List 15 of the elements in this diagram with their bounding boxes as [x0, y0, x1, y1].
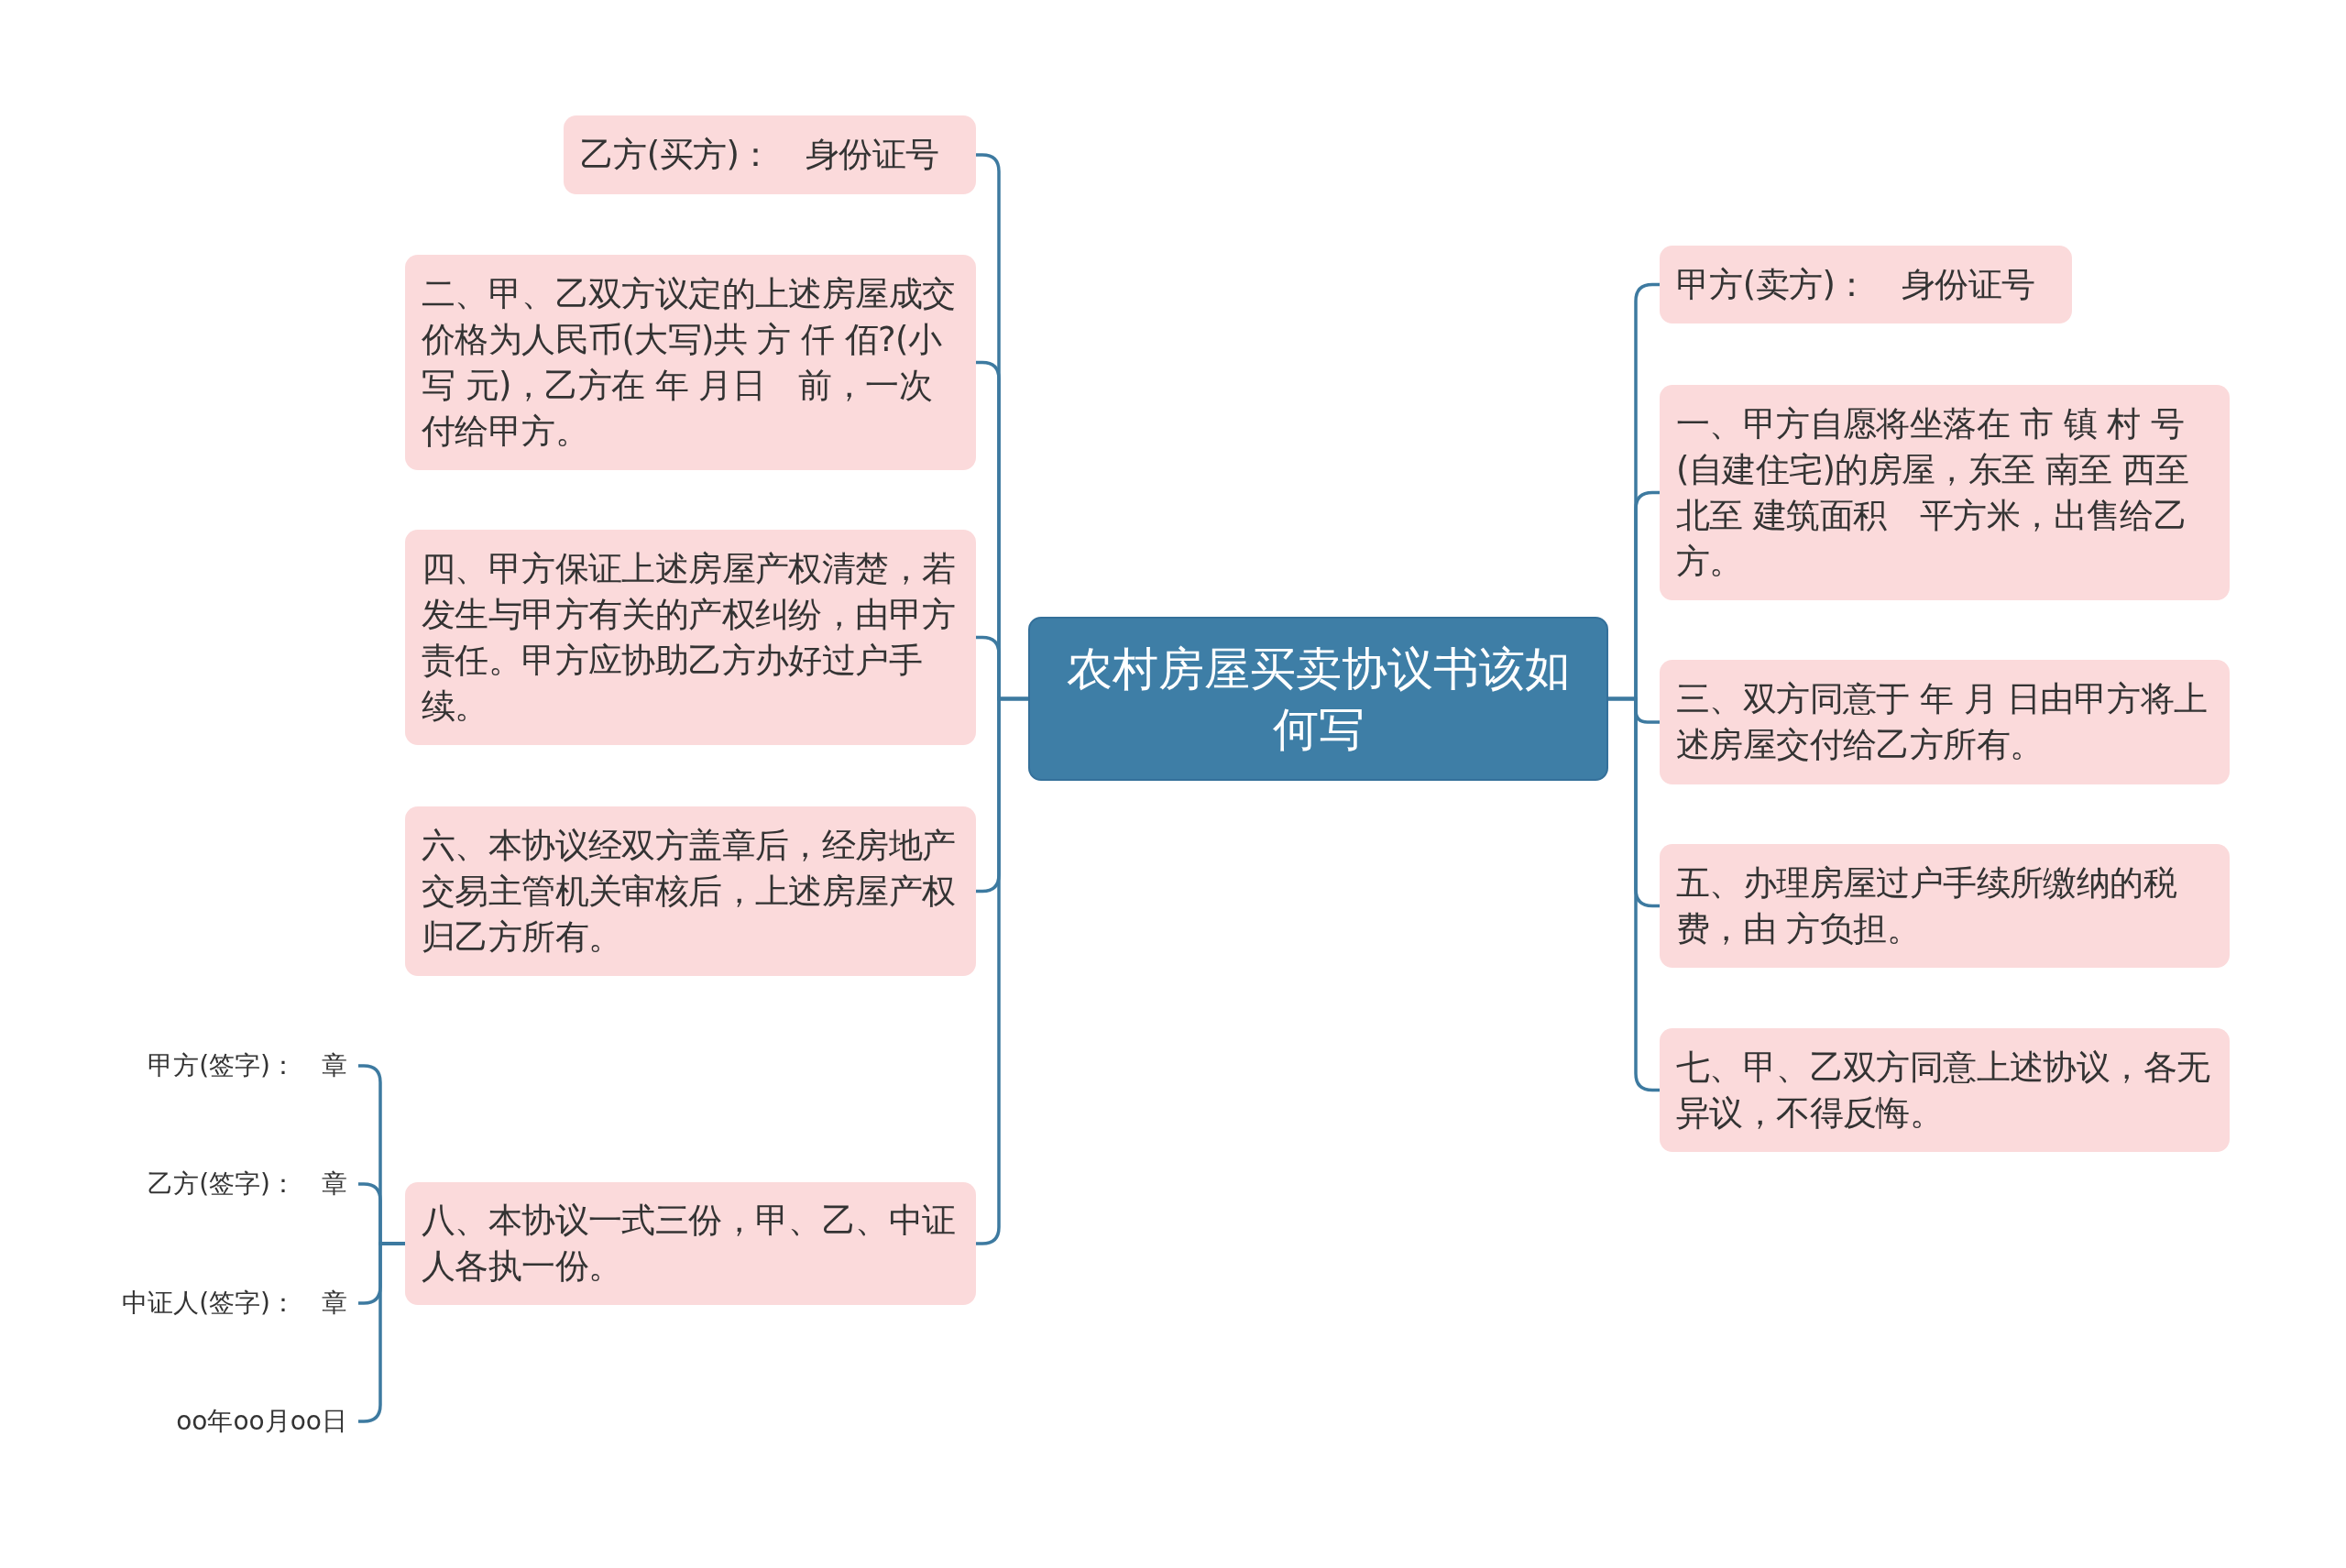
signature-line-text: oo年oo月oo日 — [92, 1403, 347, 1440]
topic-box: 三、双方同意于 年 月 日由甲方将上述房屋交付给乙方所有。 — [1660, 660, 2230, 784]
signature-line-text: 乙方(签字)： 章 — [92, 1166, 347, 1202]
topic-box: 六、本协议经双方盖章后，经房地产交易主管机关审核后，上述房屋产权归乙方所有。 — [405, 806, 976, 976]
topic-box: 甲方(卖方)： 身份证号 — [1660, 246, 2072, 323]
topic-box: 五、办理房屋过户手续所缴纳的税费，由 方负担。 — [1660, 844, 2230, 968]
central-topic-box: 农村房屋买卖协议书该如何写 — [1028, 617, 1608, 781]
signature-line-text: 甲方(签字)： 章 — [92, 1047, 347, 1084]
topic-box: 八、本协议一式三份，甲、乙、中证人各执一份。 — [405, 1182, 976, 1305]
topic-box: 乙方(买方)： 身份证号 — [564, 115, 976, 194]
signature-line-text: 中证人(签字)： 章 — [92, 1285, 347, 1321]
topic-box: 七、甲、乙双方同意上述协议，各无异议，不得反悔。 — [1660, 1028, 2230, 1152]
topic-box: 二、甲、乙双方议定的上述房屋成交价格为人民币(大写)共 方 仟 佰?(小写 元)，乙方在 年 月日 前，一次付给甲方。 — [405, 255, 976, 470]
topic-box: 一、甲方自愿将坐落在 市 镇 村 号(自建住宅)的房屋，东至 南至 西至北至 建筑面积 平方米，出售给乙方。 — [1660, 385, 2230, 600]
topic-box: 四、甲方保证上述房屋产权清楚，若发生与甲方有关的产权纠纷，由甲方责任。甲方应协助乙方办好过户手续。 — [405, 530, 976, 745]
